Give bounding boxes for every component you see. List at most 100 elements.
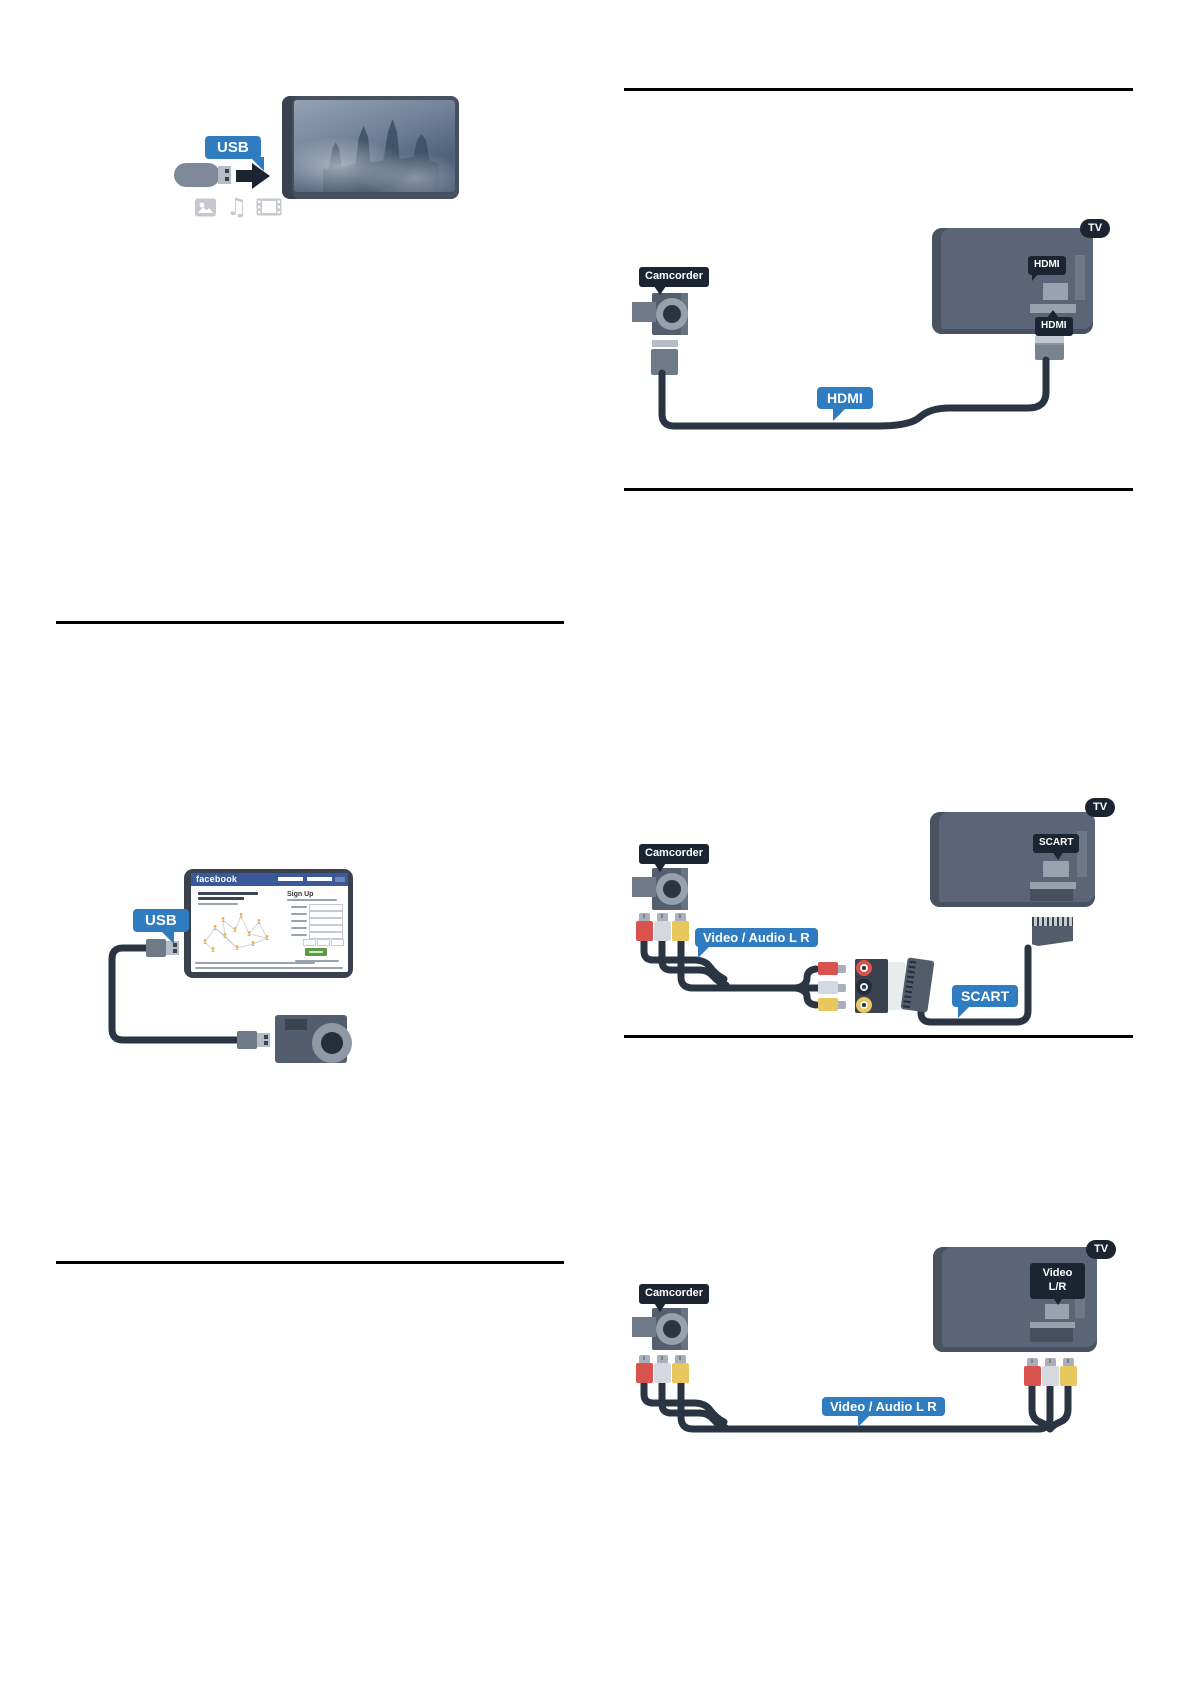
- usb-label: USB: [205, 136, 261, 159]
- hdmi-plug-top: [1035, 336, 1064, 345]
- tv-badge: TV: [1085, 798, 1116, 817]
- scart-av-red: [640, 937, 728, 983]
- av-cable-label-pointer: [858, 1416, 869, 1427]
- tv-badge: TV: [1086, 1240, 1117, 1259]
- scart-slot: [1030, 882, 1076, 889]
- facebook-header: facebook: [191, 873, 348, 886]
- form-label-bar: [291, 927, 307, 929]
- av-slot-dark: [1030, 1328, 1073, 1342]
- scart-av-white: [658, 937, 730, 989]
- birthday-select: [331, 939, 344, 946]
- scart-cable: [917, 944, 1032, 1026]
- form-input: [309, 911, 343, 918]
- rca-plug-white-icon: [654, 1355, 671, 1383]
- camcorder-label-pointer: [654, 1303, 666, 1312]
- camcorder-lens-barrel: [632, 302, 656, 322]
- camcorder-label: Camcorder: [639, 267, 710, 287]
- divider-right-bottom: [624, 1035, 1133, 1038]
- scart-connector-teeth: [1032, 917, 1073, 926]
- av-red-left: [640, 1379, 728, 1426]
- rca-plug-red-icon: [636, 1355, 653, 1383]
- hdmi-port-label: HDMI: [1028, 256, 1066, 275]
- rca-plug-yellow-icon: [818, 998, 846, 1011]
- footer-links-bar: [195, 967, 343, 969]
- av-cable-label: Video / Audio L R: [822, 1397, 945, 1416]
- signup-subtext-bar: [287, 899, 337, 901]
- facebook-body: Sign Up: [191, 886, 348, 972]
- video-lr-line1: Video: [1042, 1267, 1073, 1279]
- video-icon: [256, 198, 282, 216]
- fog-overlay: [294, 100, 455, 192]
- usb-label: USB: [133, 909, 189, 932]
- form-input: [309, 904, 343, 911]
- form-label-bar: [291, 913, 307, 915]
- hdmi-connector-label: HDMI: [1035, 317, 1073, 336]
- tv-back-panel: [932, 228, 1093, 334]
- usb-camera-cable: [108, 944, 244, 1044]
- divider-left-bottom: [56, 1261, 564, 1264]
- camcorder-lens-icon: [656, 873, 688, 905]
- signup-heading: Sign Up: [287, 891, 314, 898]
- login-password-field: [307, 877, 332, 881]
- form-label-bar: [291, 906, 307, 908]
- usb-label-pointer: [160, 930, 174, 944]
- form-input: [309, 932, 343, 939]
- subtext-bar: [198, 903, 238, 905]
- facebook-screen: facebook: [184, 869, 353, 978]
- rca-plug-white-icon: [1042, 1358, 1059, 1386]
- hdmi-connector-label-pointer: [1047, 310, 1059, 318]
- camcorder-lens-icon: [656, 298, 688, 330]
- av-white-left: [658, 1379, 730, 1432]
- tv-badge: TV: [1080, 219, 1111, 238]
- camcorder-label: Camcorder: [639, 844, 710, 864]
- av-cable-label-pointer: [698, 947, 709, 958]
- scart-port: [1043, 861, 1069, 877]
- video-lr-port: [1045, 1304, 1069, 1319]
- adapter-socket-white: [856, 979, 872, 995]
- adapter-socket-yellow: [856, 997, 872, 1013]
- rca-plug-white-icon: [654, 913, 671, 941]
- usb-connector-icon: [218, 166, 231, 184]
- login-email-field: [278, 877, 303, 881]
- camcorder-label: Camcorder: [639, 1284, 710, 1304]
- video-lr-label-pointer: [1052, 1296, 1064, 1305]
- form-label-bar: [291, 934, 307, 936]
- divider-left-top: [56, 621, 564, 624]
- facebook-logo: facebook: [196, 874, 238, 884]
- signup-button: [305, 948, 327, 956]
- scart-cable-label: SCART: [952, 985, 1019, 1007]
- castle-photo: [294, 100, 455, 192]
- camera-viewfinder: [285, 1019, 307, 1030]
- arrow-head-icon: [252, 163, 270, 189]
- scart-port-label-pointer: [1052, 851, 1064, 860]
- login-button: [335, 877, 345, 882]
- headline-bar: [198, 897, 244, 900]
- av-yellow-right: [1046, 1380, 1072, 1433]
- tv-vent-bar: [1075, 1280, 1085, 1318]
- scart-slot-dark: [1030, 889, 1073, 901]
- divider-right-top: [624, 88, 1133, 91]
- tv-vent-bar: [1075, 255, 1085, 300]
- camcorder-connector-strip: [652, 340, 678, 347]
- hdmi-port-label-pointer: [1032, 273, 1039, 281]
- rca-plug-red-icon: [818, 962, 846, 975]
- media-type-icons: ♫: [194, 192, 284, 222]
- scart-connector-body: [1032, 926, 1073, 946]
- av-cable-label: Video / Audio L R: [695, 928, 818, 947]
- rca-plug-yellow-icon: [672, 913, 689, 941]
- form-input: [309, 925, 343, 932]
- hdmi-plug-body: [1035, 345, 1064, 360]
- terms-bar: [295, 960, 339, 962]
- scart-adapter-middle: [888, 962, 905, 1010]
- hdmi-cable-label: HDMI: [817, 387, 873, 409]
- video-lr-line2: L/R: [1048, 1280, 1067, 1293]
- scart-branch-yellow: [792, 984, 820, 1009]
- av-main: [677, 1379, 1054, 1433]
- av-slot: [1030, 1322, 1075, 1328]
- scart-cable-label-pointer: [958, 1007, 969, 1018]
- divider-right-mid: [624, 488, 1133, 491]
- camcorder-label-pointer: [654, 286, 666, 295]
- birthday-select: [303, 939, 316, 946]
